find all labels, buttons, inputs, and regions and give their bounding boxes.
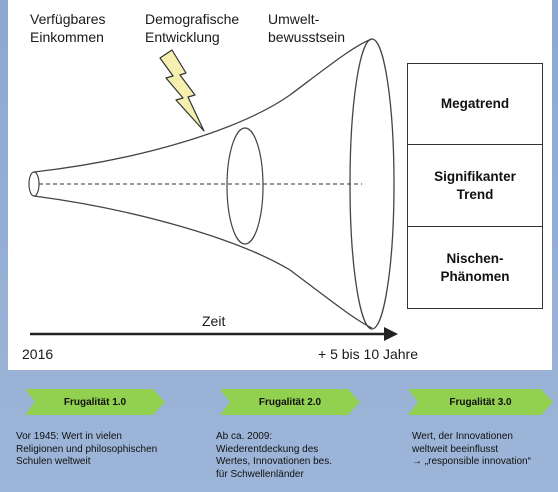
phase-1-title: Frugalität 1.0 <box>63 396 127 408</box>
lightning-icon <box>159 49 205 132</box>
driver-income: Verfügbares Einkommen <box>30 11 106 45</box>
axis-end-label: + 5 bis 10 Jahre <box>318 346 419 362</box>
phase-2-title: Frugalität 2.0 <box>258 396 322 408</box>
level-megatrend: Megatrend <box>407 63 543 145</box>
phase-1-description: Vor 1945: Wert in vielen Religionen und … <box>16 431 158 467</box>
phase-3-title: Frugalität 3.0 <box>449 396 512 408</box>
funnel-outline <box>33 38 373 329</box>
axis-title: Zeit <box>202 313 226 329</box>
phase-3-arrow: Frugalität 3.0 <box>408 385 553 419</box>
driver-demographics: Demografische Entwicklung <box>145 11 240 45</box>
funnel-start-ellipse <box>28 171 40 197</box>
level-significant-trend: Signifikanter Trend <box>407 144 543 227</box>
driver-environment: Umwelt- bewusstsein <box>268 11 346 45</box>
funnel-mid-ellipse <box>226 127 264 245</box>
phase-3-description: Wert, der Innovationen weltweit beeinflu… <box>412 431 531 467</box>
axis-start-label: 2016 <box>22 346 54 362</box>
phase-1-arrow: Frugalität 1.0 <box>25 385 165 419</box>
phase-2-description: Ab ca. 2009: Wiederentdeckung des Wertes… <box>216 431 332 480</box>
trend-funnel-diagram <box>28 38 398 341</box>
phase-2-arrow: Frugalität 2.0 <box>220 385 360 419</box>
time-axis-arrowhead <box>384 327 398 341</box>
level-niche-phenomenon: Nischen- Phänomen <box>407 226 543 309</box>
